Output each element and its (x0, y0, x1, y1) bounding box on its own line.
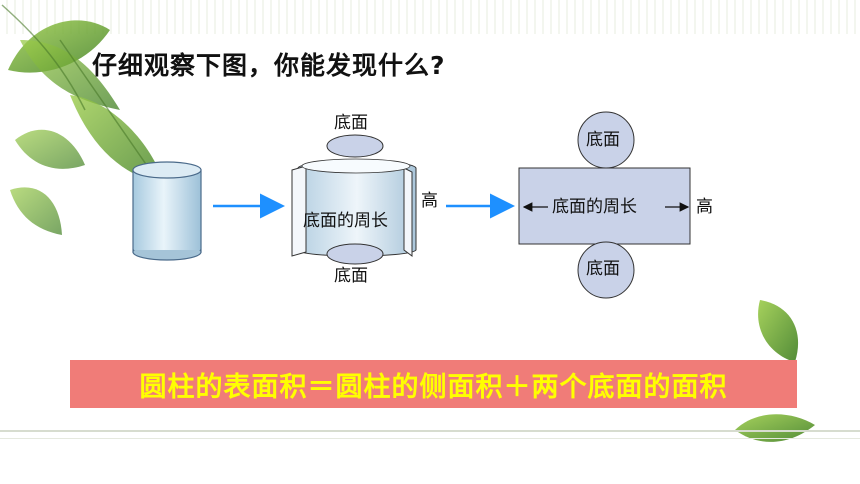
net-bottom-circle (577, 241, 635, 299)
label-bottom-base-middle: 底面 (334, 266, 368, 286)
label-top-base-middle: 底面 (334, 113, 368, 133)
formula-banner: 圆柱的表面积＝圆柱的侧面积＋两个底面的面积 (70, 360, 797, 408)
label-height-middle: 高 (421, 191, 438, 211)
label-circumference-right: 底面的周长 (552, 197, 637, 217)
question-title: 仔细观察下图，你能发现什么? (92, 51, 446, 80)
leaf-decoration-top-left (1, 4, 165, 235)
bottom-divider-thin (0, 438, 860, 439)
label-circumference-middle: 底面的周长 (303, 211, 388, 231)
top-decor-stripe (0, 0, 860, 34)
net-top-circle (577, 111, 635, 169)
cylinder-net (518, 111, 691, 299)
formula-text: 圆柱的表面积＝圆柱的侧面积＋两个底面的面积 (139, 371, 728, 403)
top-base-ellipse (326, 134, 384, 158)
label-top-base-right: 底面 (586, 130, 620, 150)
bottom-divider (0, 430, 860, 432)
lateral-rectangle (518, 167, 691, 245)
leaf-decoration-bottom-right (735, 300, 815, 442)
label-height-right: 高 (696, 197, 713, 217)
bottom-base-ellipse (326, 243, 384, 265)
cylinder-solid (132, 161, 202, 261)
label-bottom-base-right: 底面 (586, 259, 620, 279)
cylinder-unrolling (291, 134, 417, 265)
